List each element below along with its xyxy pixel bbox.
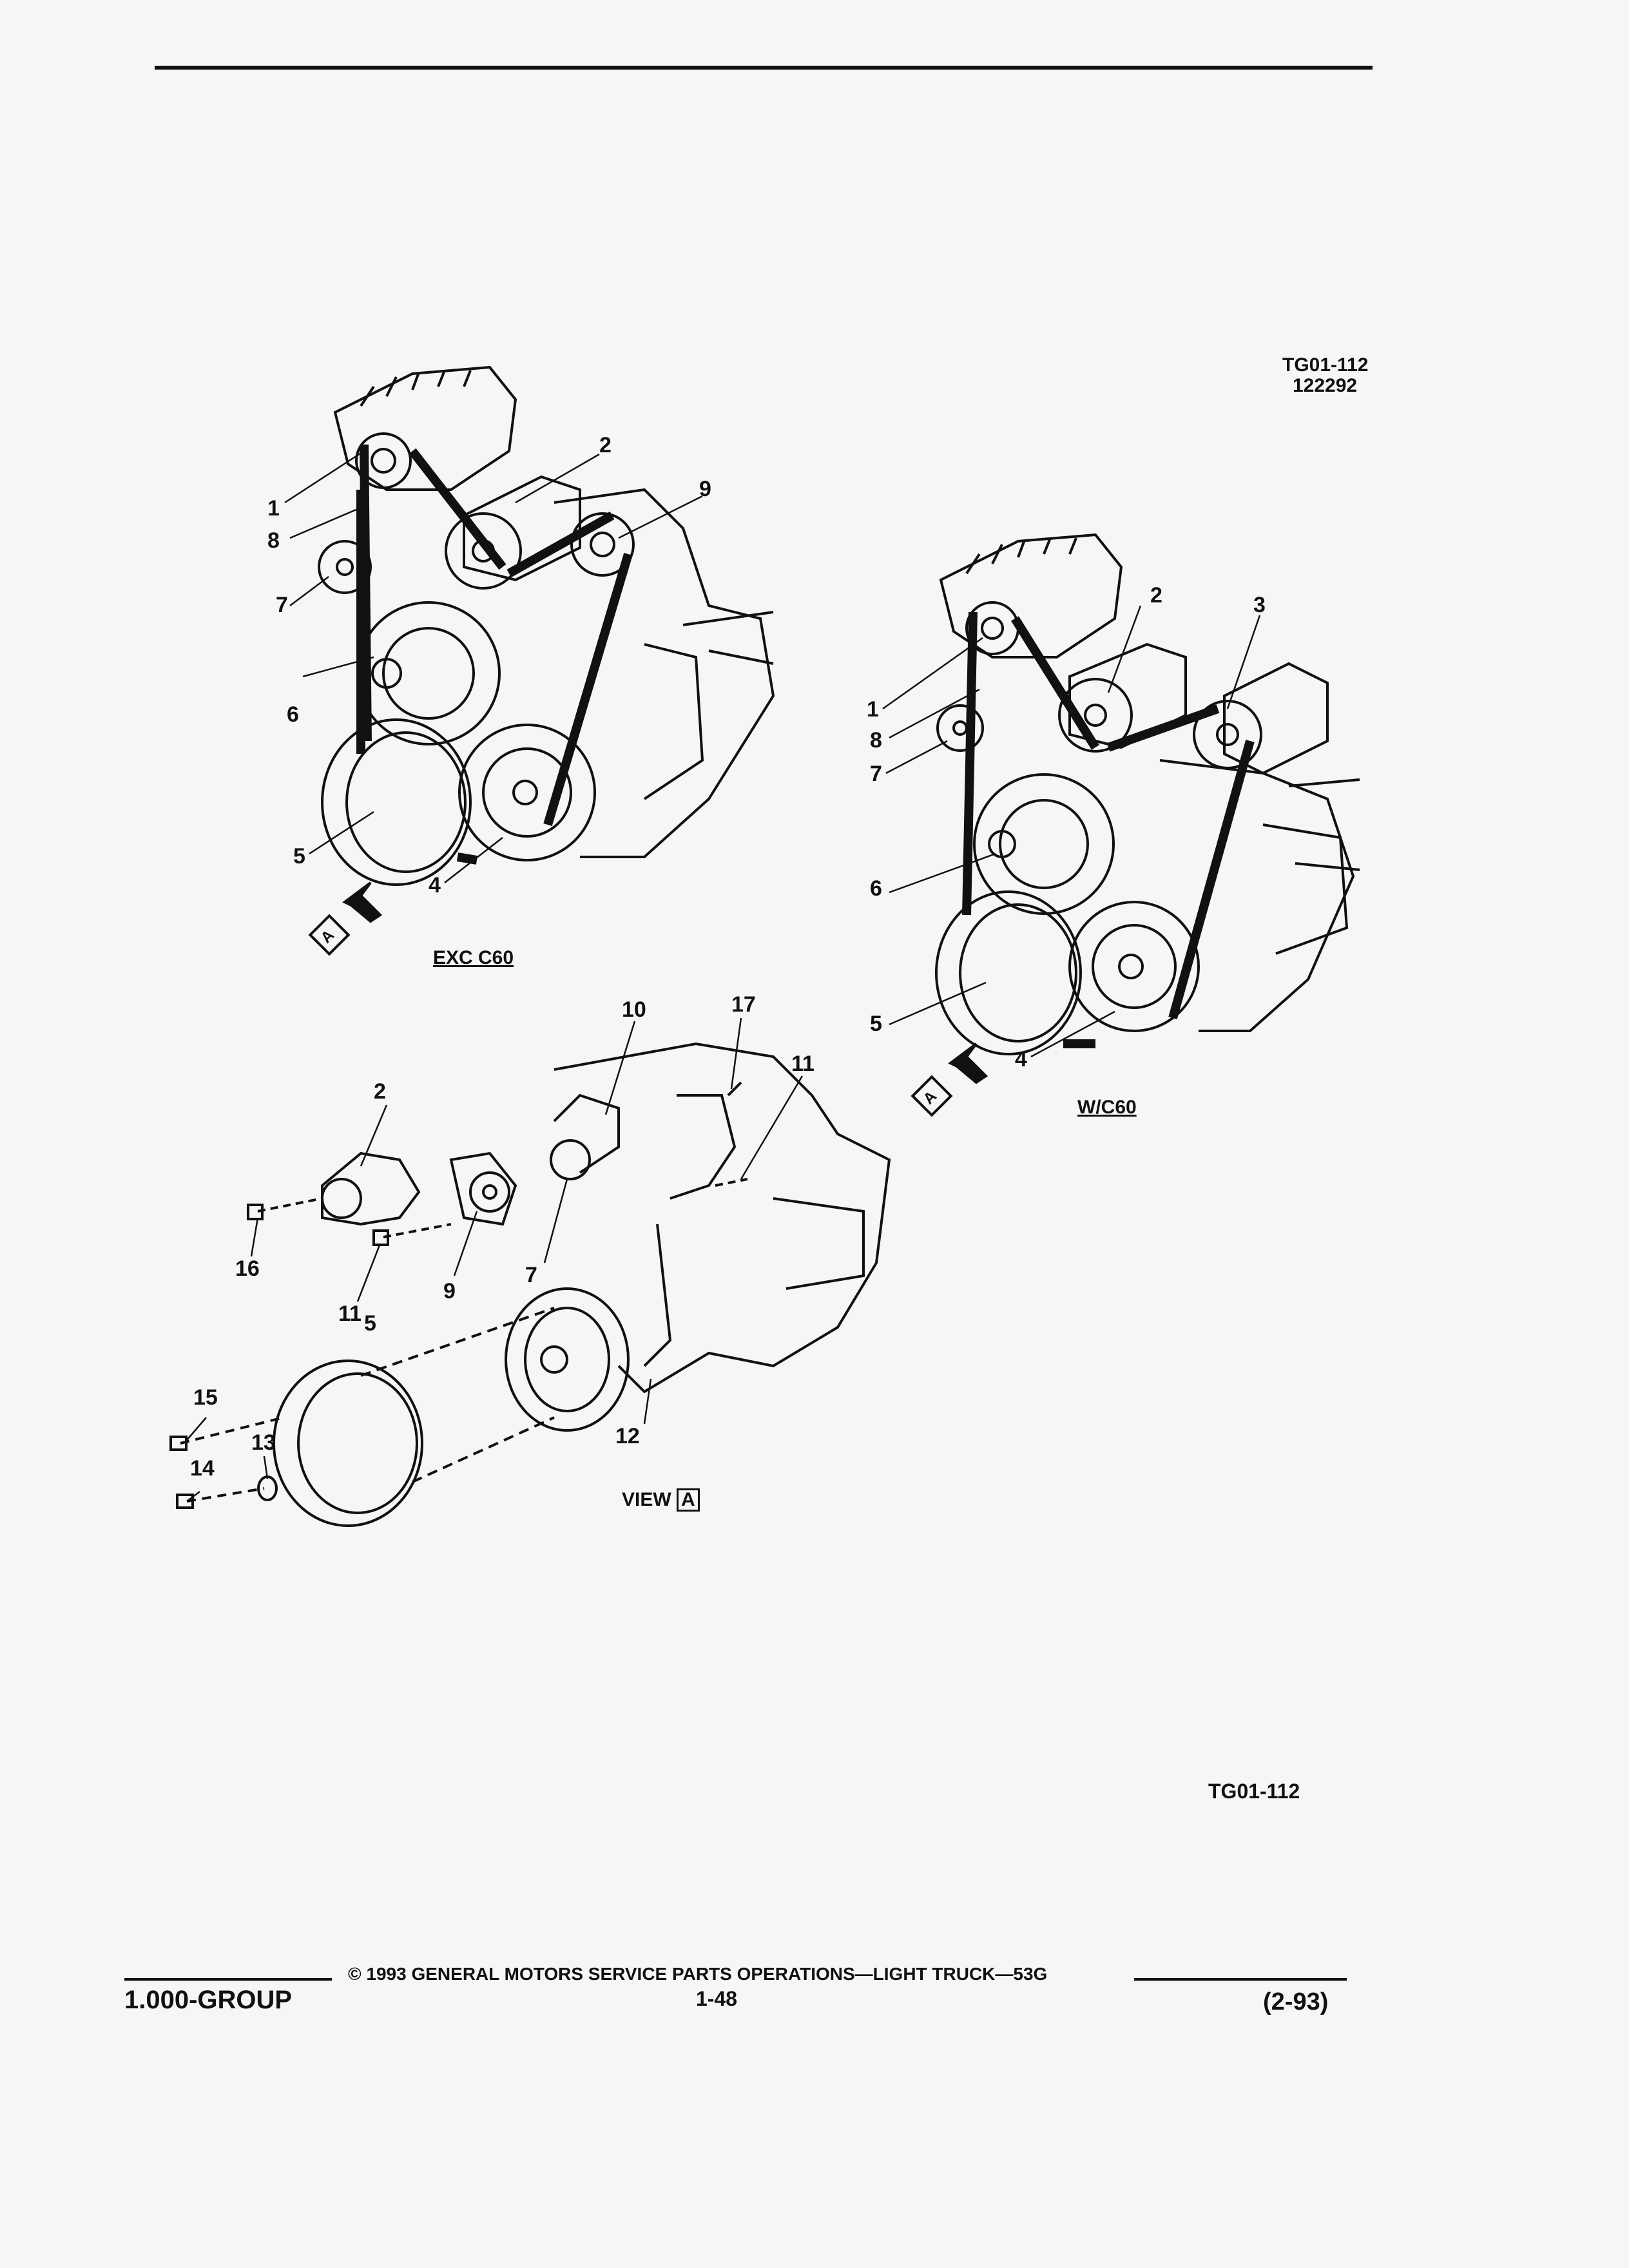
callout-12: 12 — [615, 1424, 640, 1448]
callout-2-bottom: 2 — [374, 1079, 386, 1104]
footer-revision: (2-93) — [1263, 1988, 1329, 2015]
callout-3-right: 3 — [1253, 593, 1266, 617]
caption-exc-c60: EXC C60 — [433, 947, 514, 968]
caption-view-prefix: VIEW — [622, 1489, 671, 1510]
figure-code-bottom: TG01-112 — [1208, 1780, 1300, 1803]
callout-6-right: 6 — [870, 876, 882, 901]
footer-rule-right — [1134, 1978, 1347, 1981]
callout-9-bottom: 9 — [443, 1279, 456, 1303]
footer-rule-left — [124, 1978, 332, 1981]
callout-17: 17 — [731, 992, 756, 1017]
figure-id: TG01-112 — [1282, 354, 1369, 376]
callout-15: 15 — [193, 1385, 218, 1410]
callout-2-right: 2 — [1150, 583, 1162, 608]
callout-6: 6 — [287, 702, 299, 727]
callout-5-right: 5 — [870, 1012, 882, 1036]
callout-11-top: 11 — [791, 1052, 815, 1076]
top-rule — [155, 66, 1373, 70]
caption-w-c60: W/C60 — [1077, 1097, 1137, 1118]
callout-7-right: 7 — [870, 762, 882, 786]
footer-group: 1.000-GROUP — [124, 1986, 293, 2014]
callout-1: 1 — [267, 496, 280, 521]
callout-7: 7 — [276, 593, 288, 617]
caption-view-a: VIEW A — [622, 1488, 700, 1512]
callout-14: 14 — [190, 1456, 215, 1481]
callout-7-bottom: 7 — [525, 1263, 537, 1287]
callout-8-right: 8 — [870, 728, 882, 753]
callout-16: 16 — [235, 1256, 260, 1281]
leader-lines — [186, 450, 1261, 1502]
callout-4-right: 4 — [1015, 1047, 1027, 1072]
callout-10: 10 — [622, 997, 646, 1022]
callout-4: 4 — [429, 873, 441, 898]
diagram-exc-c60 — [308, 365, 775, 956]
figure-date: 122292 — [1293, 375, 1358, 396]
callout-13: 13 — [251, 1430, 276, 1455]
callout-11-bottom: 11 — [338, 1302, 361, 1326]
footer-copyright: © 1993 GENERAL MOTORS SERVICE PARTS OPER… — [348, 1964, 1048, 1984]
callout-5: 5 — [293, 844, 305, 869]
diagram-w-c60 — [911, 533, 1360, 1117]
callout-1-right: 1 — [867, 697, 879, 722]
callout-5-bottom: 5 — [364, 1311, 376, 1336]
diagram-view-a — [169, 1042, 891, 1527]
caption-view-box: A — [677, 1488, 700, 1512]
callout-2: 2 — [599, 433, 612, 457]
callout-8: 8 — [267, 528, 280, 553]
footer-page: 1-48 — [696, 1987, 738, 2010]
callout-9: 9 — [699, 477, 711, 501]
